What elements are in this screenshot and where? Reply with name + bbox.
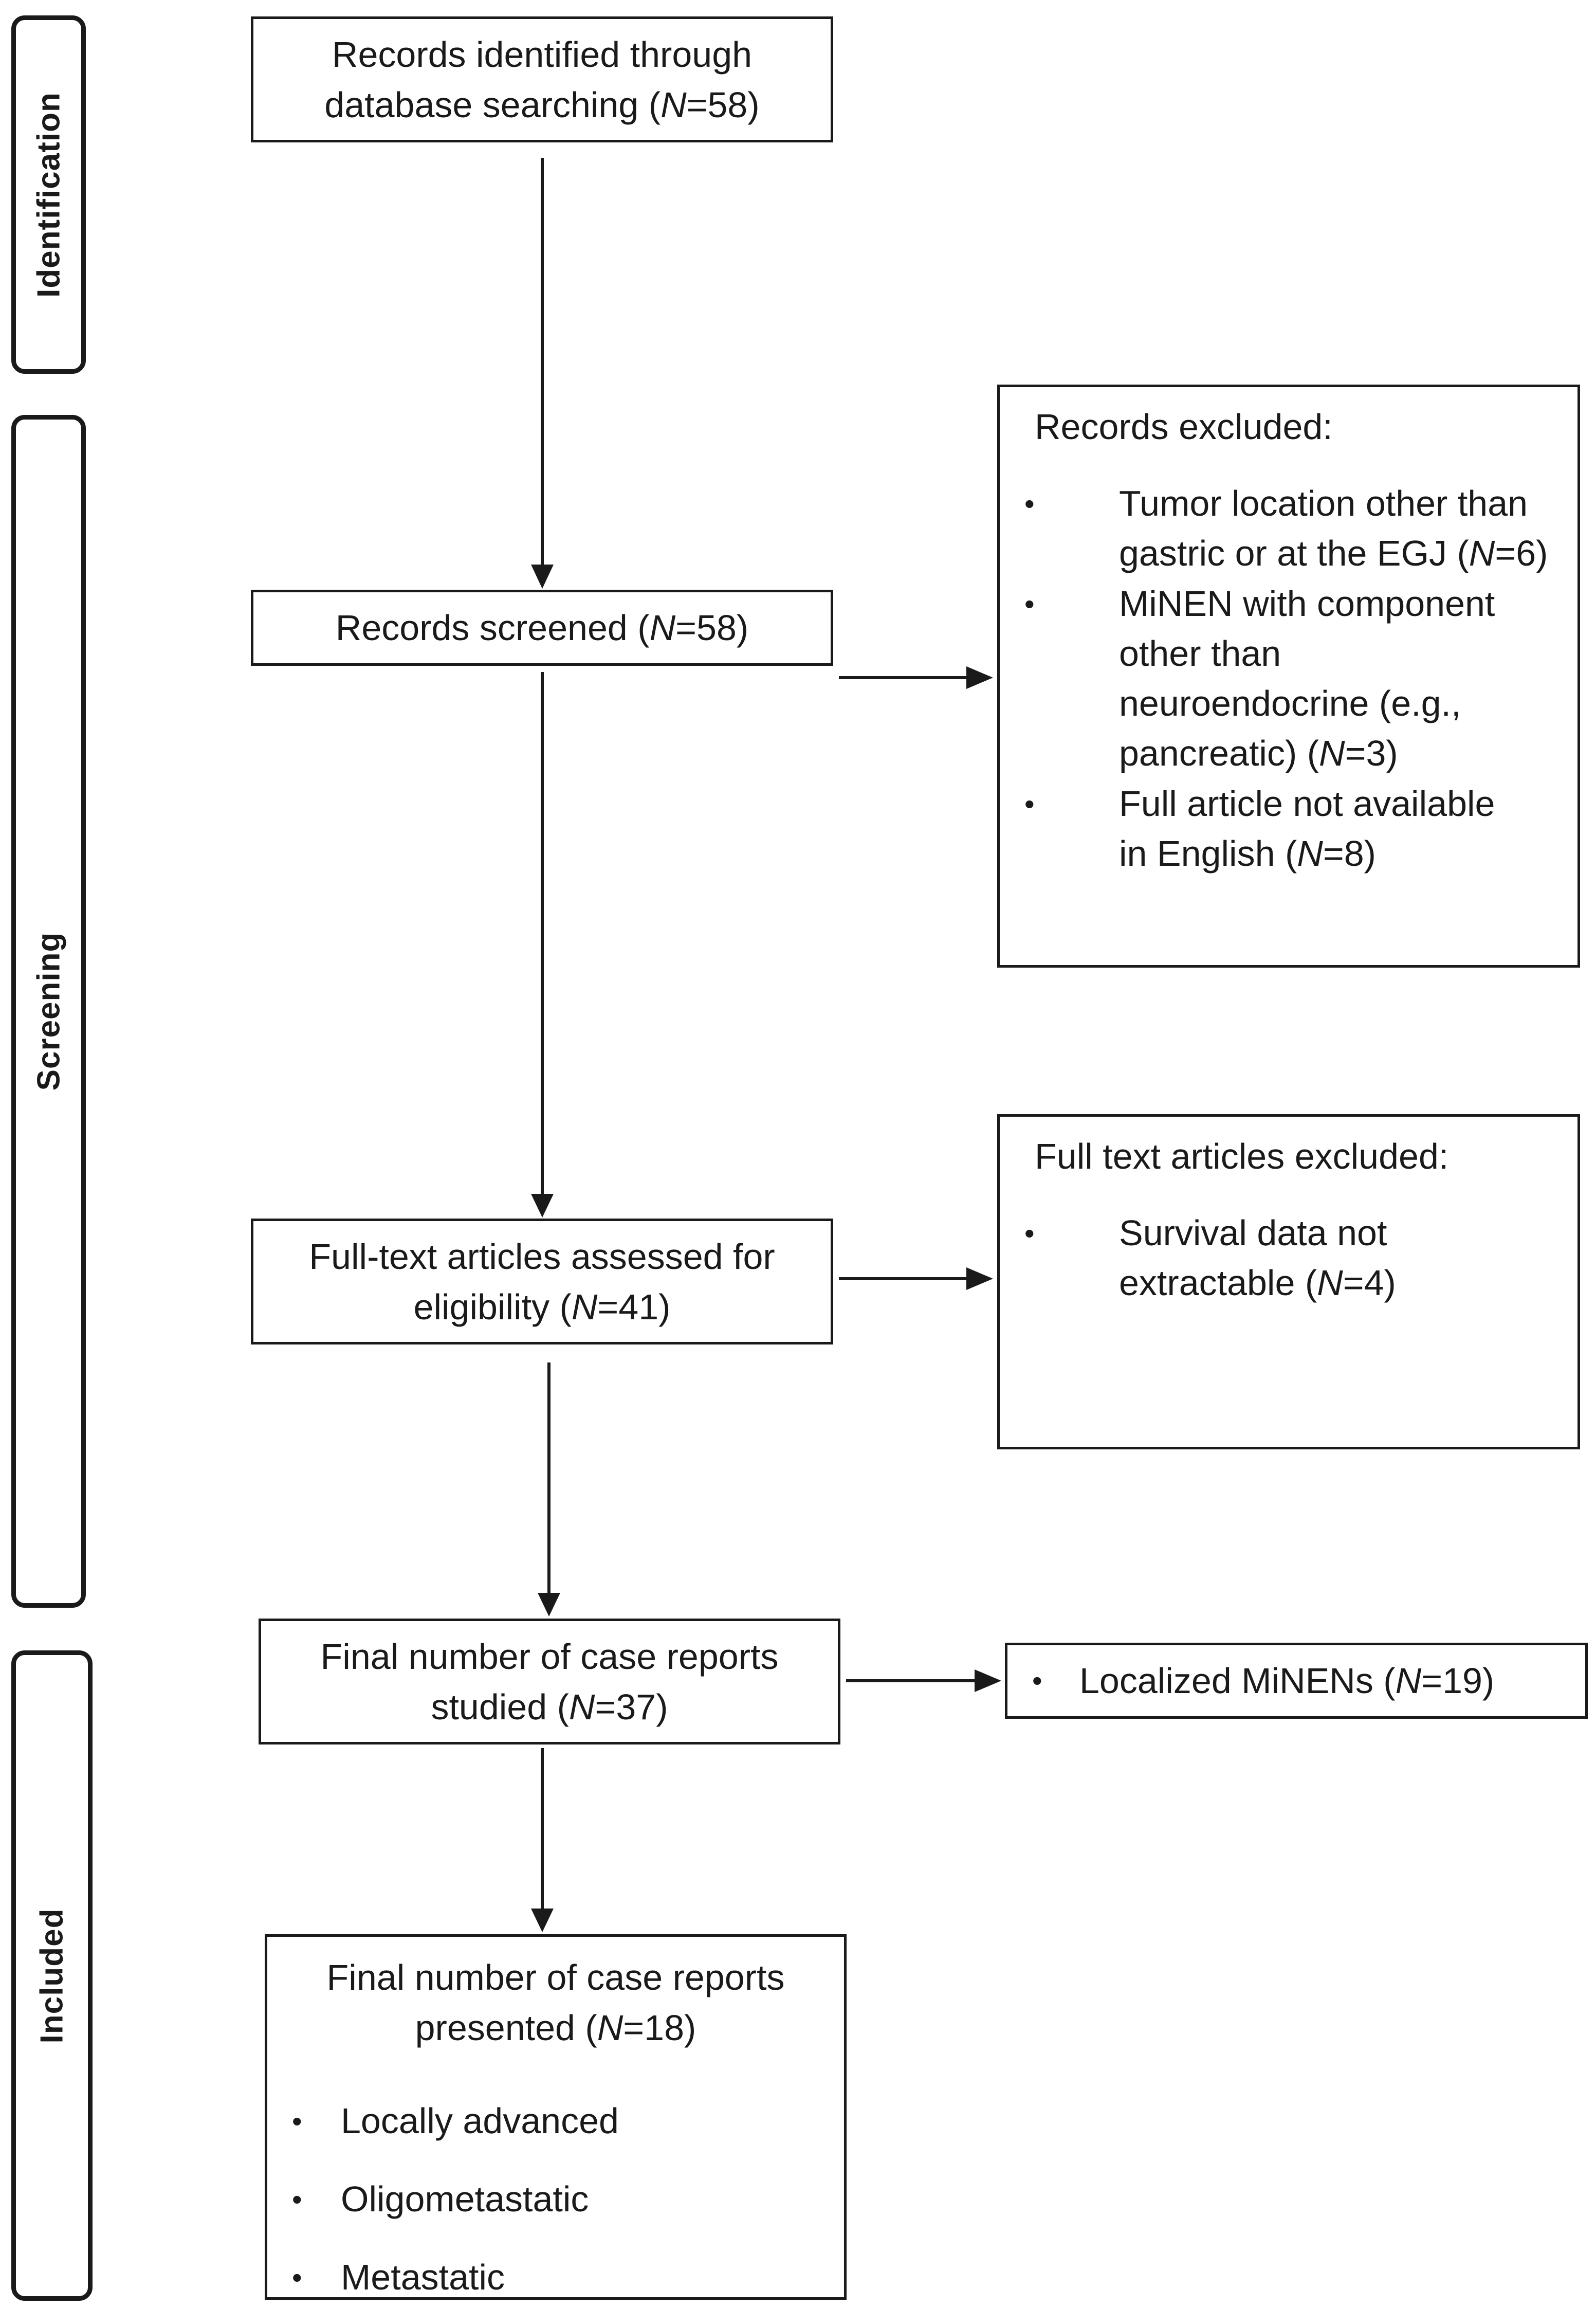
final-presented-line1: Final number of case reports — [326, 1957, 785, 1997]
bullet-icon: • — [292, 2261, 302, 2294]
phase-screening: Screening — [11, 415, 86, 1608]
final-presented-line2: presented (N=18) — [415, 2008, 696, 2048]
arrowhead — [538, 1593, 560, 1616]
exclusion-line: pancreatic) (N=3) — [1119, 733, 1398, 773]
records-identified-line2: database searching (N=58) — [324, 84, 760, 125]
arrowhead — [966, 666, 993, 689]
final-studied-line1: Final number of case reports — [320, 1636, 779, 1677]
localized-minens-box: • Localized MiNENs (N=19) — [1005, 1643, 1588, 1719]
bullet-icon: • — [1024, 487, 1035, 520]
arrowhead — [966, 1267, 993, 1290]
exclusion-line: other than — [1119, 633, 1281, 674]
arrowhead — [531, 565, 554, 589]
exclusion-line: extractable (N=4) — [1119, 1263, 1396, 1303]
records-excluded-title: Records excluded: — [1035, 407, 1333, 447]
final-presented-box: Final number of case reports presented (… — [265, 1934, 847, 2300]
records-identified-box: Records identified through database sear… — [251, 16, 833, 142]
exclusion-line: neuroendocrine (e.g., — [1119, 683, 1461, 723]
bullet-icon: • — [1024, 588, 1035, 620]
phase-included: Included — [11, 1650, 93, 2301]
full-text-assessed-line1: Full-text articles assessed for — [309, 1236, 775, 1277]
phase-identification: Identification — [11, 15, 86, 374]
exclusion-line: in English (N=8) — [1119, 833, 1376, 874]
exclusion-line: MiNEN with component — [1119, 584, 1495, 624]
localized-minens-text: Localized MiNENs (N=19) — [1079, 1661, 1495, 1701]
arrowhead — [975, 1669, 1001, 1692]
records-excluded-box: Records excluded: • Tumor location other… — [997, 385, 1580, 968]
presented-item-label: Metastatic — [341, 2257, 505, 2297]
full-text-assessed-line2: eligibility (N=41) — [413, 1286, 671, 1327]
arrowhead — [531, 1194, 554, 1217]
presented-item-label: Locally advanced — [341, 2101, 619, 2141]
exclusion-line: Full article not available — [1119, 784, 1495, 824]
final-studied-box: Final number of case reports studied (N=… — [259, 1619, 840, 1744]
bullet-icon: • — [1024, 1217, 1035, 1249]
records-screened-text: Records screened (N=58) — [335, 608, 749, 648]
exclusion-line: gastric or at the EGJ (N=6) — [1119, 533, 1548, 573]
records-identified-line1: Records identified through — [332, 34, 753, 75]
final-presented-heading: Final number of case reports presented (… — [267, 1952, 844, 2053]
full-text-excluded-box: Full text articles excluded: • Survival … — [997, 1114, 1580, 1449]
bullet-icon: • — [1024, 788, 1035, 820]
arrowhead — [531, 1909, 554, 1932]
presented-item-label: Oligometastatic — [341, 2179, 589, 2219]
final-studied-line2: studied (N=37) — [431, 1686, 668, 1727]
bullet-icon: • — [292, 2183, 302, 2215]
bullet-icon: • — [1032, 1664, 1042, 1697]
bullet-icon: • — [292, 2105, 302, 2137]
exclusion-line: Tumor location other than — [1119, 483, 1528, 523]
full-text-excluded-title: Full text articles excluded: — [1035, 1136, 1449, 1176]
records-screened-box: Records screened (N=58) — [251, 590, 833, 666]
full-text-assessed-box: Full-text articles assessed for eligibil… — [251, 1219, 833, 1344]
exclusion-line: Survival data not — [1119, 1213, 1387, 1253]
